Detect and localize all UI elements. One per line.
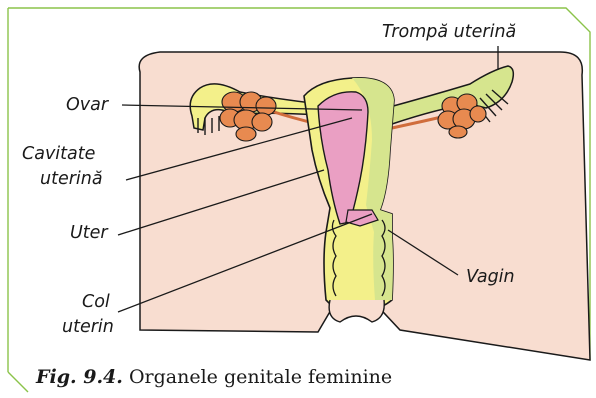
- label-ovar: Ovar: [66, 95, 108, 116]
- figure-number: Fig. 9.4.: [36, 366, 123, 388]
- label-trompa: Trompă uterină: [382, 22, 516, 43]
- label-vagin: Vagin: [466, 267, 515, 288]
- label-cavitate-line2: uterină: [40, 169, 103, 190]
- figure-caption: Fig. 9.4. Organele genitale feminine: [36, 366, 392, 388]
- label-cavitate-line1: Cavitate: [22, 144, 95, 165]
- label-uter: Uter: [70, 223, 108, 244]
- figure-title: Organele genitale feminine: [129, 366, 392, 388]
- label-col-line2: uterin: [62, 317, 114, 338]
- label-col-line1: Col: [82, 292, 110, 313]
- vaginal-opening: [329, 300, 384, 322]
- figure-frame-bottom-tick: [8, 372, 28, 392]
